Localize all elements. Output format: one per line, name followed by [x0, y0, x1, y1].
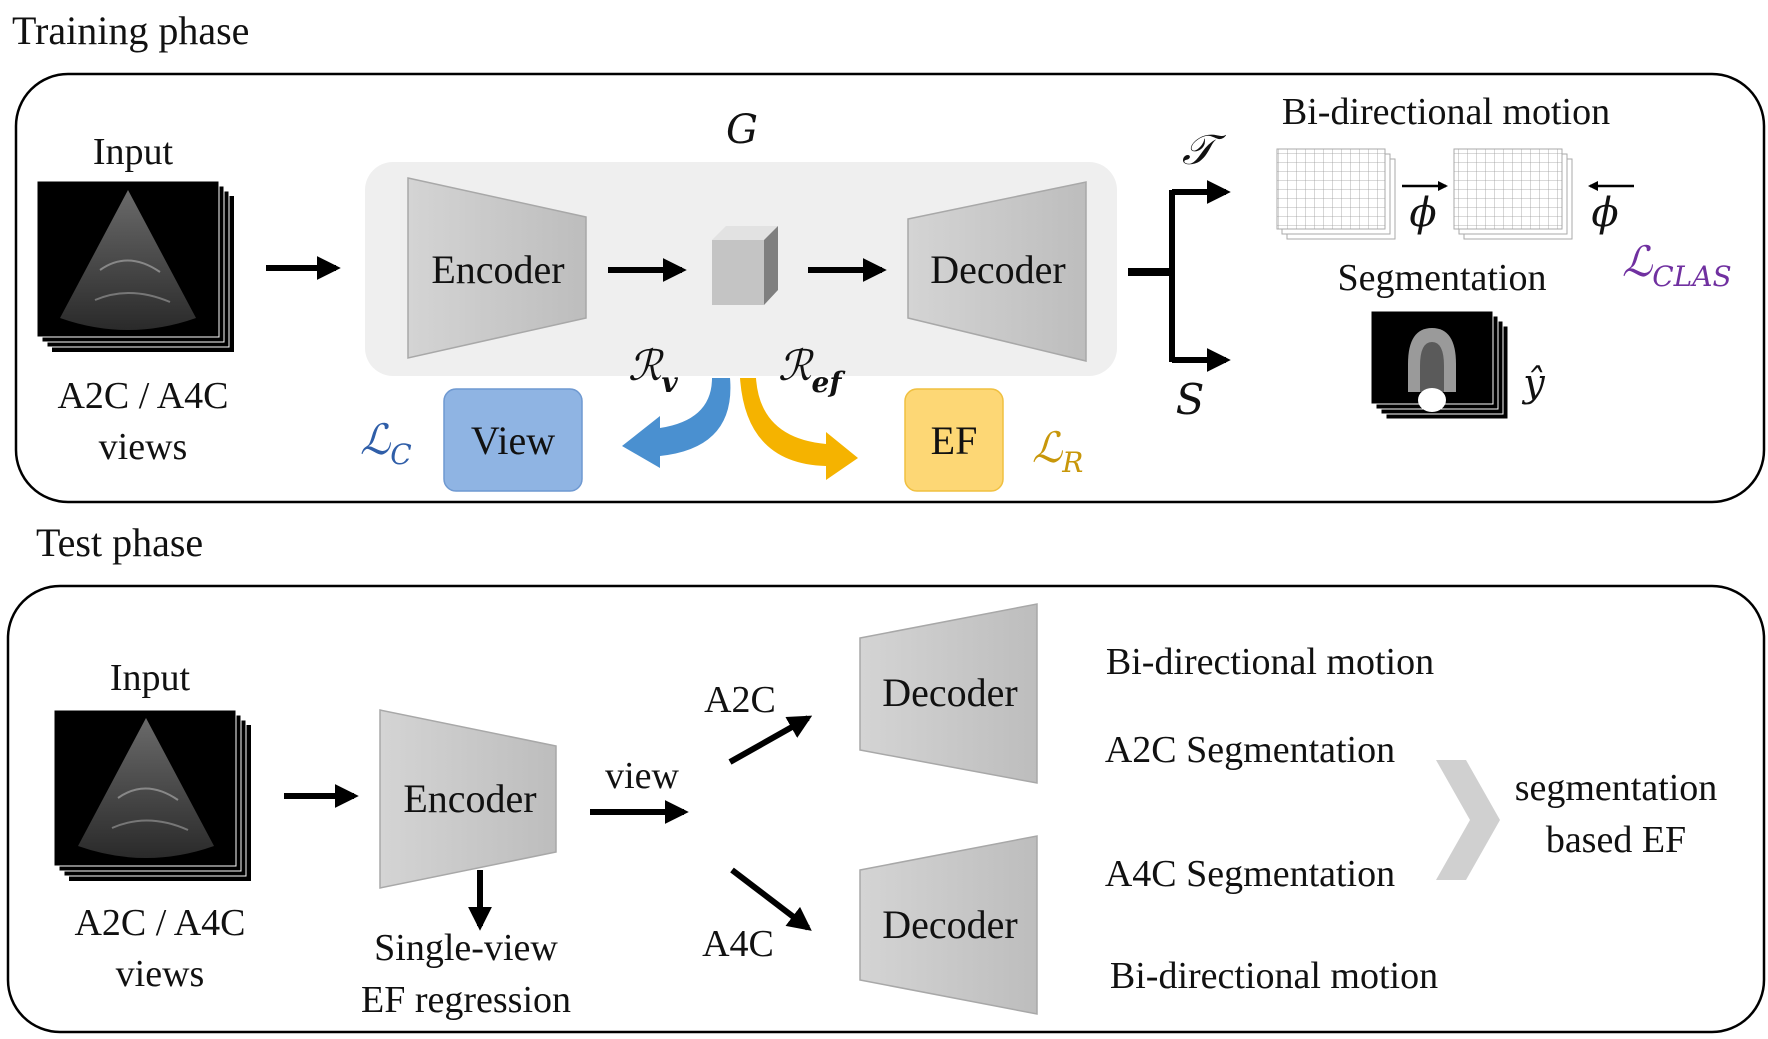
test-phase-panel	[6, 584, 1766, 1034]
a2c-label: A2C	[704, 679, 776, 721]
single-view-line1: Single-view	[374, 927, 558, 969]
ref-label: ℛef	[778, 341, 846, 399]
lclas-label: ℒCLAS	[1622, 237, 1732, 293]
yellow-curved-arrow	[740, 378, 858, 480]
segmentation-mask-stack	[1370, 310, 1509, 420]
seg-ef-line2: based EF	[1546, 819, 1686, 861]
rv-label: ℛv	[628, 341, 679, 399]
t-label: 𝒯	[1182, 125, 1227, 174]
a4c-segmentation-label: A4C Segmentation	[1105, 853, 1395, 895]
test-bidir-bottom-label: Bi-directional motion	[1110, 955, 1438, 997]
lr-label: ℒR	[1032, 423, 1083, 479]
test-phase-title: Test phase	[36, 520, 203, 565]
s-label: S	[1176, 375, 1205, 424]
training-phase-panel	[14, 72, 1766, 504]
arrow-to-top-decoder	[728, 715, 813, 765]
training-echo-stack	[36, 180, 234, 352]
test-encoder-label: Encoder	[403, 776, 536, 821]
phi-backward-label: ϕ	[1591, 190, 1618, 236]
training-decoder	[907, 181, 1087, 362]
yhat-label: ŷ	[1521, 361, 1545, 405]
training-views-line2: views	[99, 426, 188, 468]
latent-cube	[712, 226, 778, 305]
training-phase-title: Training phase	[12, 8, 249, 53]
arrow-to-bottom-decoder	[730, 867, 812, 931]
view-box-label: View	[471, 418, 555, 463]
g-label: G	[726, 107, 758, 153]
training-encoder-label: Encoder	[431, 247, 564, 292]
test-input-label: Input	[110, 657, 191, 699]
training-encoder	[407, 177, 587, 359]
motion-field-stack-1	[1276, 148, 1396, 240]
ef-box	[904, 388, 1004, 492]
test-decoder-top-label: Decoder	[882, 670, 1017, 715]
chevron-right-icon	[1436, 760, 1500, 880]
training-segmentation-label: Segmentation	[1338, 257, 1547, 299]
training-bidir-label: Bi-directional motion	[1282, 91, 1610, 133]
blue-curved-arrow	[622, 378, 731, 468]
a4c-label: A4C	[702, 923, 774, 965]
test-decoder-bottom	[859, 835, 1038, 1015]
test-encoder	[379, 709, 557, 889]
training-decoder-label: Decoder	[930, 247, 1065, 292]
test-views-line1: A2C / A4C	[74, 902, 245, 944]
view-box	[443, 388, 583, 492]
test-bidir-top-label: Bi-directional motion	[1106, 641, 1434, 683]
training-input-label: Input	[93, 131, 174, 173]
ef-box-label: EF	[931, 418, 978, 463]
lc-label: ℒC	[360, 415, 412, 471]
output-bracket	[1128, 180, 1231, 372]
motion-field-stack-2	[1453, 148, 1573, 240]
seg-ef-line1: segmentation	[1515, 767, 1718, 809]
view-label: view	[605, 755, 679, 797]
test-views-line2: views	[116, 953, 205, 995]
test-decoder-top	[859, 603, 1038, 784]
phi-forward-label: ϕ	[1409, 190, 1436, 236]
single-view-line2: EF regression	[361, 979, 571, 1021]
test-echo-stack	[53, 709, 251, 881]
training-views-line1: A2C / A4C	[57, 375, 228, 417]
a2c-segmentation-label: A2C Segmentation	[1105, 729, 1395, 771]
test-decoder-bottom-label: Decoder	[882, 902, 1017, 947]
